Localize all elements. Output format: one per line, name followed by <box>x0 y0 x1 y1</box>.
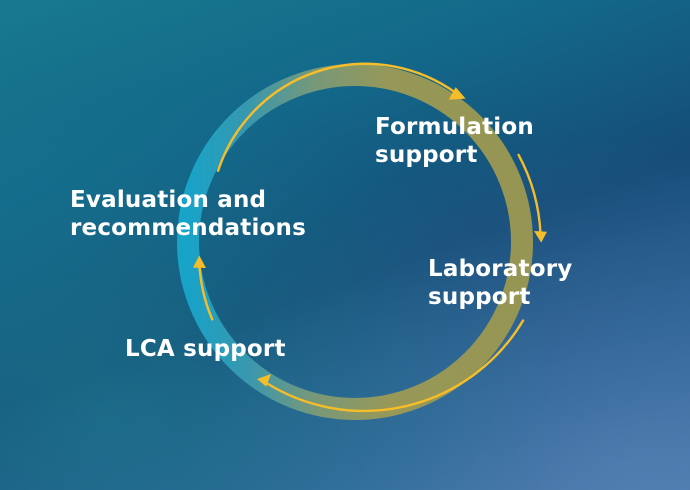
step-lca-support: LCA support <box>125 335 286 363</box>
step-evaluation-line-1: Evaluation and <box>70 187 267 213</box>
cycle-ring <box>177 64 533 420</box>
arrow-arc-top <box>216 62 457 172</box>
step-lca-line-1: LCA support <box>125 336 286 362</box>
arrowhead-right <box>534 231 547 243</box>
arrowhead-bottom <box>257 374 271 387</box>
step-formulation-support: Formulation support <box>375 113 534 169</box>
step-laboratory-line-2: support <box>428 284 531 310</box>
arrow-arc-right-upper <box>517 153 542 235</box>
step-laboratory-line-1: Laboratory <box>428 256 573 282</box>
arrowhead-left <box>193 255 206 268</box>
step-laboratory-support: Laboratory support <box>428 255 572 311</box>
step-evaluation-and-recommendations: Evaluation and recommendations <box>70 186 306 242</box>
step-formulation-line-1: Formulation <box>375 114 534 140</box>
step-evaluation-line-2: recommendations <box>70 215 307 241</box>
arrowhead-top <box>448 87 466 100</box>
step-formulation-line-2: support <box>375 142 478 168</box>
arrow-arc-right-lower <box>262 319 525 413</box>
